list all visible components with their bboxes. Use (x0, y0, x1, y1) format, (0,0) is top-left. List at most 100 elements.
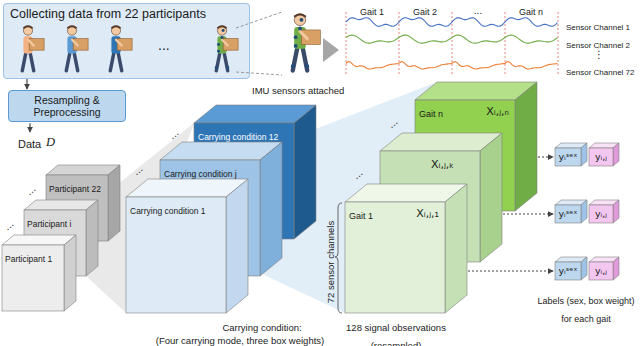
cube-front (415, 100, 515, 211)
imu-sensor (305, 64, 309, 68)
cube-side (64, 235, 76, 311)
imu-sensor (298, 27, 302, 31)
text-slot: yᵢˢᵉˣ (555, 205, 581, 223)
label-text: ... (385, 115, 400, 130)
label-text: 72 sensor channels (325, 220, 336, 302)
cube-side (226, 179, 248, 313)
cube-side (581, 143, 587, 166)
cube-front (589, 205, 613, 223)
text-slot: ... (0, 214, 17, 234)
label-text: ... (474, 5, 482, 16)
label-text: Sensor Channel 72 (566, 68, 635, 77)
text-slot: Xᵢ,ⱼ,ₖ (431, 154, 454, 172)
person-legs (216, 54, 228, 71)
connector (503, 214, 553, 215)
cube-side (581, 257, 587, 280)
gait-cube: Gait 1Xᵢ,ⱼ,₁ (345, 202, 445, 313)
person-figure (66, 26, 88, 71)
cube-front (380, 151, 480, 262)
text-slot: Carrying condition 12 (198, 126, 278, 144)
text-slot: ... (20, 179, 39, 199)
text-slot: Participant 22 (49, 178, 101, 196)
node-text: Xᵢ,ⱼ,ₙ (486, 105, 509, 118)
person-legs (22, 54, 34, 71)
label-cube: yᵢ,ⱼ (589, 205, 613, 223)
cube-side (294, 105, 316, 239)
text-slot: Sensor Channel 72 (566, 61, 635, 79)
person-head (294, 14, 306, 26)
node-text: yᵢ,ⱼ (595, 208, 607, 219)
person-figure (215, 26, 238, 71)
cube-side (445, 184, 467, 313)
node-text: Carrying condition j (164, 169, 237, 179)
person-head (111, 26, 120, 35)
node-text: yᵢ,ⱼ (595, 151, 607, 162)
label-text: D (46, 135, 55, 149)
node-text: Participant i (27, 219, 71, 229)
label-text: Data (18, 138, 41, 150)
cube-front (160, 160, 260, 276)
text-slot: Carrying condition 1 (130, 200, 206, 218)
label-cube: yᵢˢᵉˣ (555, 262, 581, 280)
text-slot: yᵢˢᵉˣ (555, 262, 581, 280)
cube-front (589, 148, 613, 166)
cube-front (589, 262, 613, 280)
text-slot: Labels (sex, box weight) for each gait (534, 290, 638, 326)
label-cube: yᵢˢᵉˣ (555, 205, 581, 223)
imu-sensor (215, 66, 218, 69)
person-arm (116, 40, 122, 46)
label-cube: yᵢ,ⱼ (589, 262, 613, 280)
text-slot: ... (347, 163, 366, 183)
text-slot: yᵢ,ⱼ (589, 262, 613, 280)
person-hair (23, 26, 32, 28)
person-arm (72, 40, 78, 46)
cube-side (581, 200, 587, 223)
panel-fill (3, 3, 250, 79)
flow-arrow (29, 123, 30, 132)
cube-top (24, 200, 98, 210)
text-slot: Gait n (419, 103, 443, 121)
imu-sensor (217, 43, 220, 46)
text-slot: 72 sensor channels (320, 220, 338, 302)
label-text: Carrying condition: (222, 322, 301, 333)
node-text: yᵢˢᵉˣ (558, 265, 577, 276)
text-slot: Carrying condition: (222, 317, 301, 335)
imu-sensor (222, 29, 225, 32)
cube-front (555, 262, 581, 280)
node-text: Gait n (419, 109, 443, 119)
cube-side (613, 143, 619, 166)
person-head (23, 26, 32, 35)
node-text: Carrying condition 12 (198, 132, 278, 142)
node-text: Xᵢ,ⱼ,ₖ (431, 158, 454, 171)
label-text: ... (158, 37, 170, 53)
text-slot: ⋮ (594, 44, 604, 62)
person-figure (291, 14, 320, 71)
label-text: Sensor Channel 2 (566, 41, 630, 50)
text-slot: Gait 1 (349, 205, 373, 223)
connector (26, 79, 27, 89)
person-head (67, 26, 76, 35)
person-arm (222, 40, 228, 46)
cube-front (24, 210, 86, 276)
cube-side (480, 133, 502, 262)
label-text: (Four carrying mode, three box weights) (156, 335, 324, 346)
participant-cube: Participant 1 (2, 245, 64, 311)
text-slot: Sensor Channel 1 (566, 16, 630, 34)
person-hair (294, 14, 306, 17)
label-text: Gait 2 (413, 7, 437, 17)
node-text: yᵢˢᵉˣ (558, 151, 577, 162)
person-legs (66, 54, 78, 71)
label-cube: yᵢˢᵉˣ (555, 148, 581, 166)
person-head (217, 26, 226, 35)
bracket (335, 203, 342, 313)
label-text: ... (166, 126, 181, 141)
person-hair (111, 26, 120, 28)
flow-arrow (323, 38, 339, 62)
label-text: IMU sensors attached (252, 85, 344, 96)
text-slot: Xᵢ,ⱼ,ₙ (486, 101, 509, 119)
cube-front (345, 202, 445, 313)
cube-front (555, 205, 581, 223)
person-legs (293, 49, 308, 71)
signal-trace (346, 18, 558, 27)
